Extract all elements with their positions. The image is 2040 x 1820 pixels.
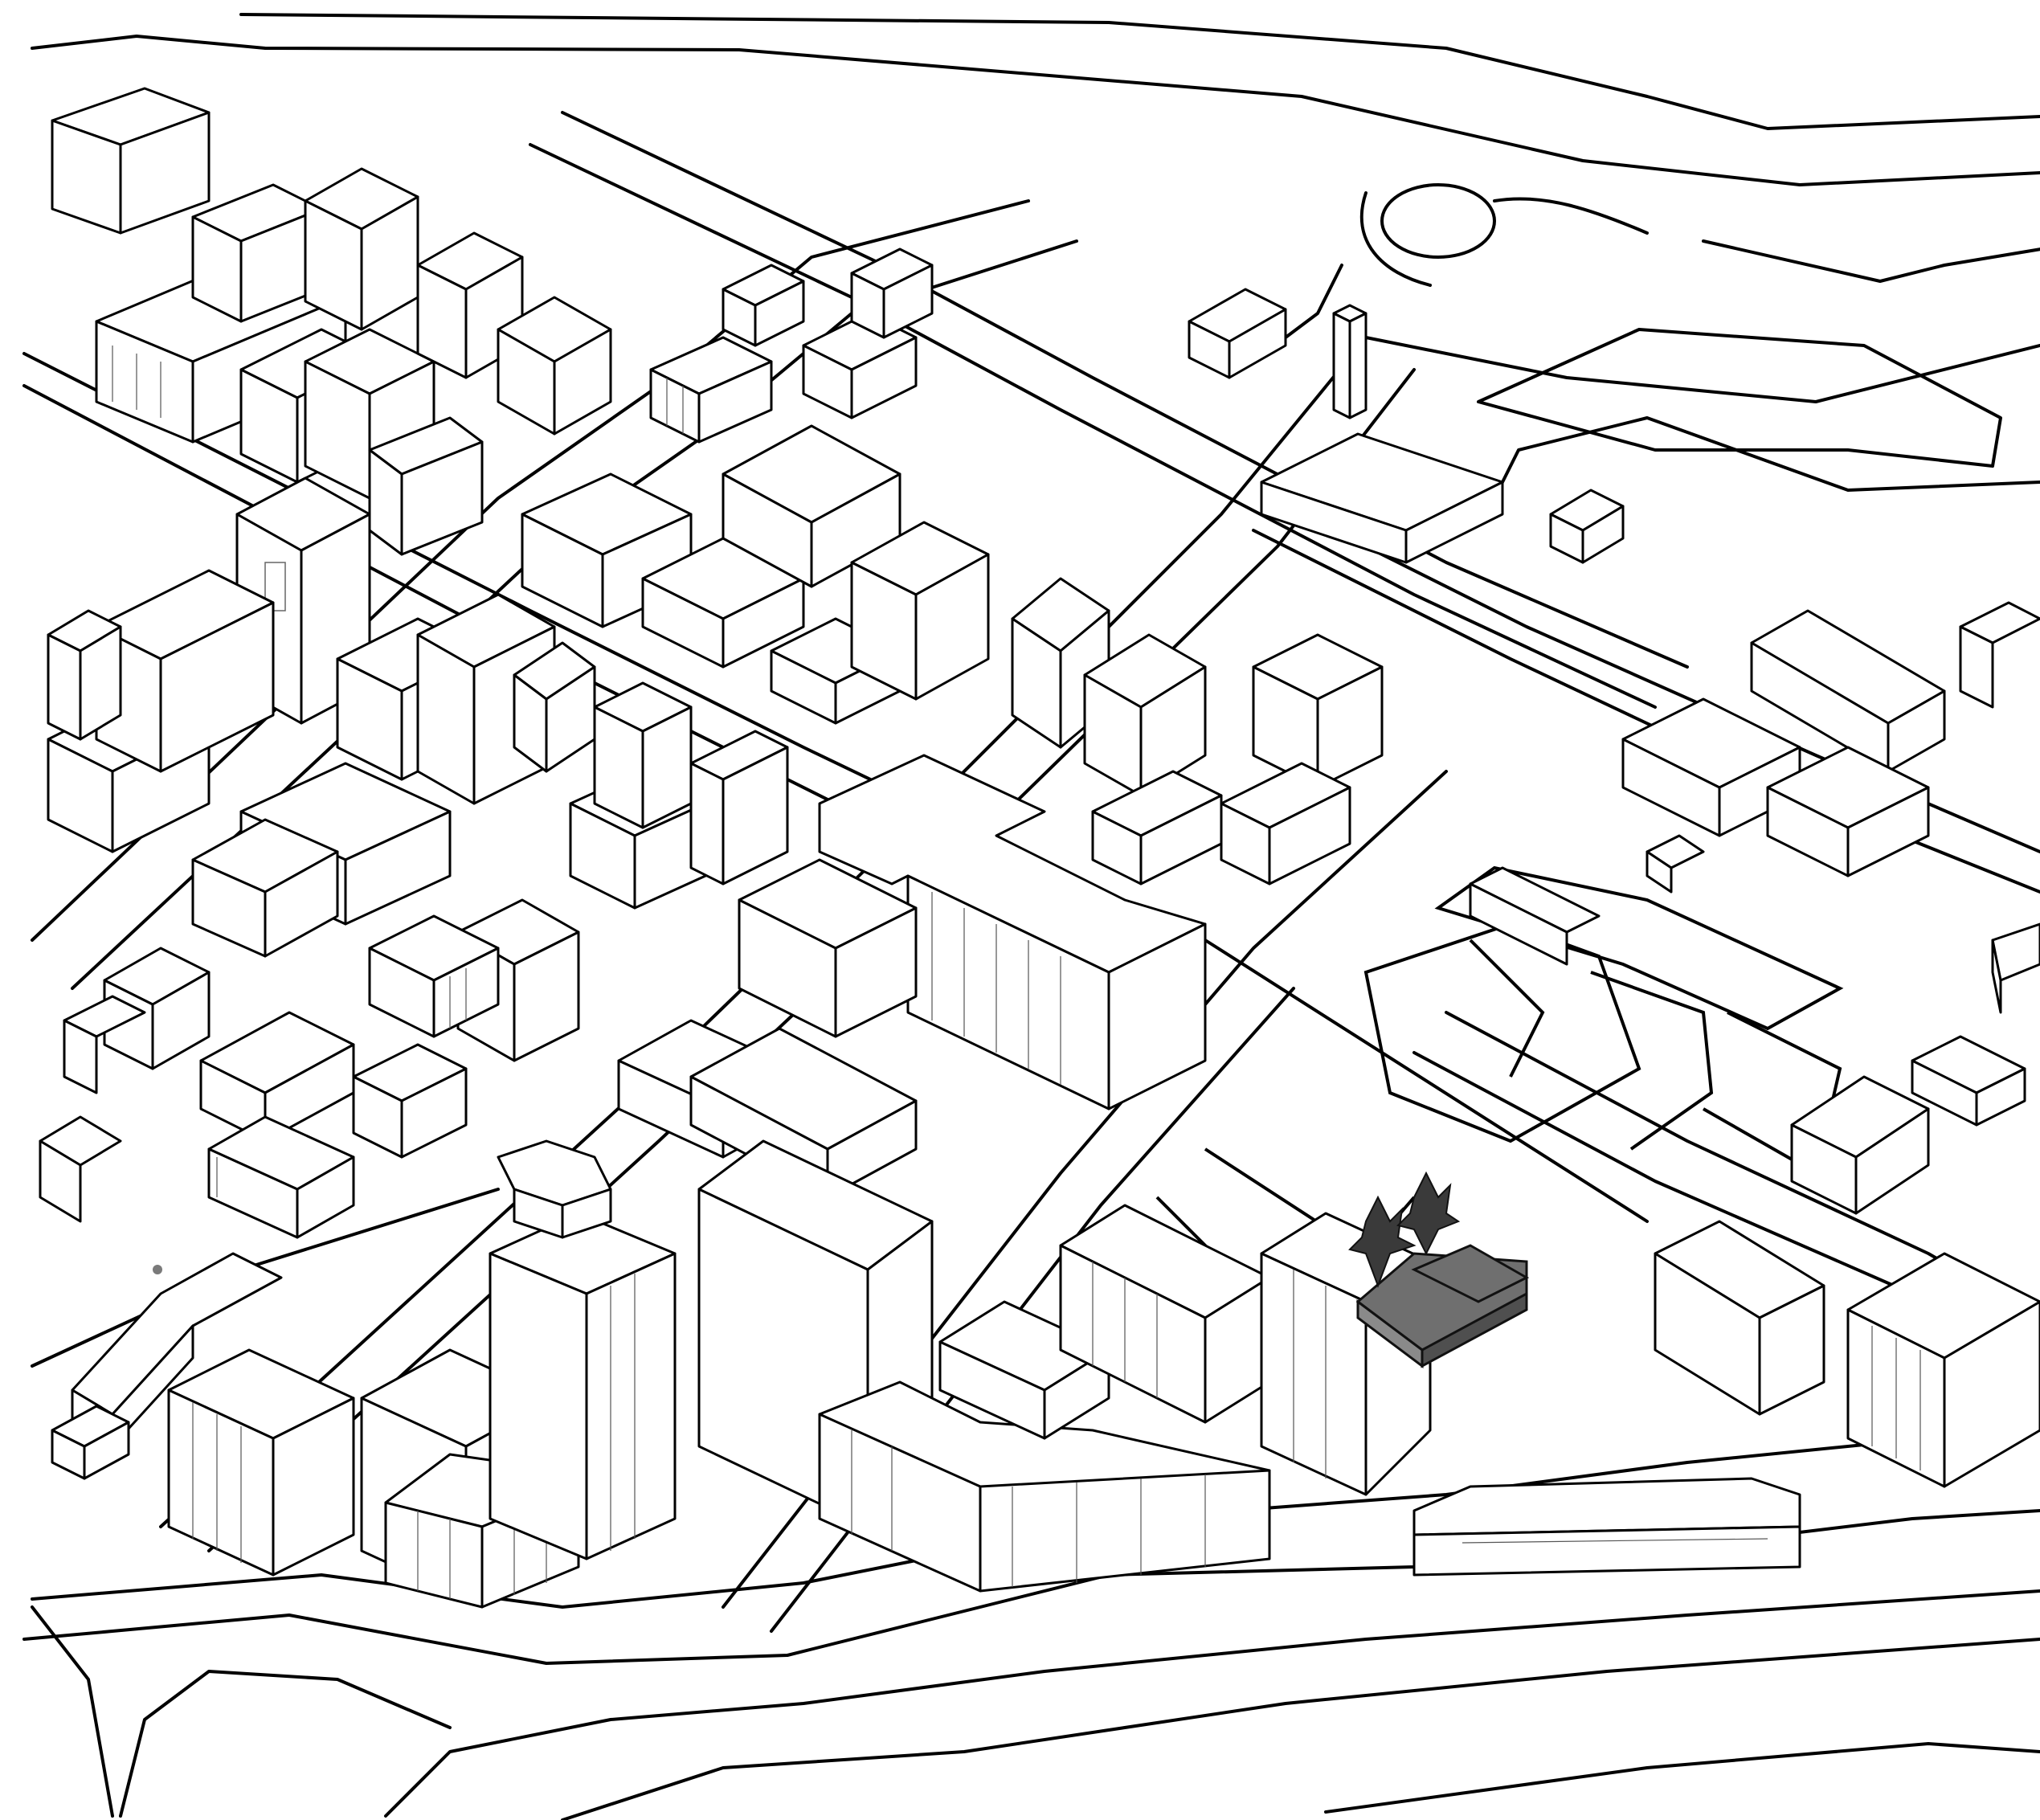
street-b (561, 111, 1689, 669)
station-building (1188, 288, 1287, 379)
block-rail-1 (722, 264, 805, 347)
central-park (1155, 865, 1844, 1295)
block-center-right-2 (1083, 633, 1207, 797)
tower-lower-1 (167, 1348, 355, 1577)
block-lower-left-6 (207, 1115, 355, 1239)
tower-lower-8 (938, 1300, 1110, 1440)
block-center-right-6 (1469, 866, 1601, 966)
street-d2 (1412, 1051, 1914, 1295)
block-upper-right-2 (1750, 609, 1946, 773)
street-b2 (529, 143, 1657, 709)
riverside-road-5 (561, 1638, 2040, 1820)
block-center-7 (722, 424, 901, 588)
block-upper-left-7 (416, 231, 524, 379)
buildings (39, 87, 2040, 1609)
marker-dot (153, 1265, 162, 1274)
block-midleft-5 (513, 641, 596, 773)
block-upper-right-4 (1621, 697, 1801, 837)
building-central-L (818, 754, 1207, 1110)
tree-icon (1396, 1171, 1461, 1256)
block-upper-right-3 (1959, 601, 2040, 709)
left-edge-road (31, 1605, 114, 1818)
block-center-below-L (738, 858, 918, 1038)
road-top-edge-inner (31, 35, 2040, 186)
tree-icon (1348, 1195, 1417, 1288)
block-right-lower-2 (1846, 1252, 2040, 1488)
block-upper-right-1 (1549, 489, 1625, 564)
building-top-left-tower (51, 87, 211, 235)
road-upper-right-2 (1702, 239, 2040, 283)
site-trees (1348, 1171, 1461, 1288)
block-midleft-7 (368, 914, 500, 1038)
block-center-right-3 (1252, 633, 1384, 789)
block-upper-left-3 (304, 167, 419, 331)
tower-lower-7-curved (818, 1380, 1271, 1593)
tower-lower-5-round (497, 1139, 612, 1239)
block-right-mid-2 (1911, 1035, 2026, 1127)
upper-park-outline (1477, 328, 2002, 468)
block-right-mid-1 (1790, 1075, 1930, 1215)
block-center-5 (641, 537, 805, 669)
roundabout (1284, 183, 1649, 339)
riverside-road-3 (119, 1670, 452, 1818)
block-left-edge-2 (95, 569, 275, 773)
block-right-lower-1 (1654, 1220, 1825, 1416)
block-lower-left-small (51, 1405, 130, 1480)
tower-base-building (1260, 432, 1504, 564)
block-right-mid-3 (1991, 922, 2040, 1014)
block-center-9 (850, 521, 990, 701)
upper-park-outline-2 (1485, 416, 2040, 516)
road-top-edge (239, 13, 2040, 130)
block-center-right-4 (1091, 770, 1223, 885)
block-upper-right-6 (1645, 834, 1705, 894)
block-center-right-5 (1220, 762, 1351, 885)
block-upper-left-2 (191, 183, 323, 323)
block-left-edge-3 (47, 609, 122, 741)
road-upper-right (1364, 336, 2040, 403)
block-lower-left-2 (63, 995, 146, 1094)
block-upper-right-5 (1766, 746, 1930, 877)
clock-tower (1332, 304, 1367, 419)
block-center-4 (521, 472, 693, 628)
riverside-road-6 (1324, 1742, 2040, 1814)
riverside-arena (1412, 1477, 1801, 1577)
block-lower-left-5 (39, 1115, 122, 1223)
highlighted-project-site (1348, 1171, 1530, 1368)
site-roof-2 (1411, 1244, 1530, 1303)
block-upper-left-8 (497, 296, 612, 436)
tower-lower-4 (489, 1212, 677, 1560)
block-midleft-2 (191, 818, 339, 958)
block-upper-left-6 (368, 416, 484, 556)
site-front-right (1421, 1291, 1528, 1368)
block-center-6 (649, 336, 773, 444)
block-lower-left-4 (352, 1043, 468, 1159)
block-rail-3 (850, 247, 934, 339)
block-center-3 (689, 730, 789, 885)
block-center-2 (593, 681, 693, 829)
riverside-road-4 (384, 1589, 2040, 1818)
